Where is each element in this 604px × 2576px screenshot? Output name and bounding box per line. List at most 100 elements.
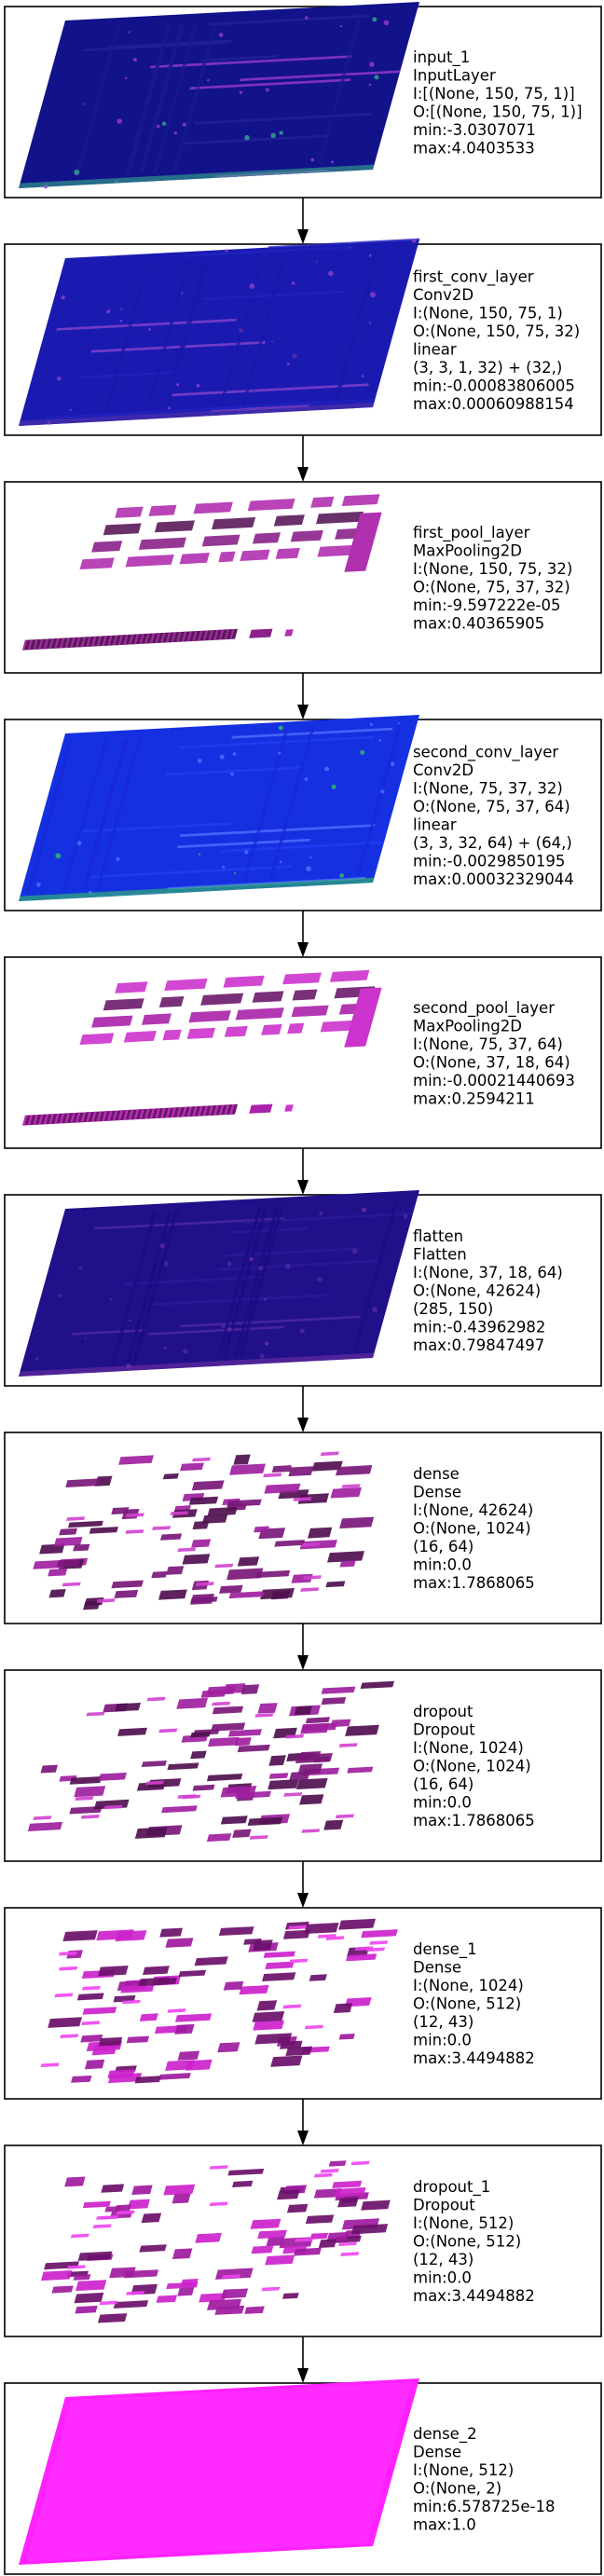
- dense-unit-block: [167, 2008, 186, 2013]
- activation-streak: [164, 258, 211, 410]
- dense-unit-block: [111, 1580, 144, 1589]
- activation-dot: [249, 1257, 254, 1262]
- dense-unit-block: [62, 1930, 98, 1941]
- dense-unit-block: [207, 1506, 238, 1516]
- dense-unit-block: [321, 1686, 356, 1694]
- layer-name: dense_1: [413, 1940, 477, 1959]
- arrow-head-icon: [297, 942, 309, 957]
- activation-dot: [368, 83, 372, 87]
- dense-unit-block: [62, 1582, 81, 1587]
- dense-unit-block: [175, 2013, 213, 2022]
- dense-unit-block: [114, 1589, 139, 1598]
- activation-streak: [179, 1315, 361, 1328]
- layer-name: dense: [413, 1465, 460, 1483]
- layer-type: Dense: [413, 1484, 461, 1501]
- dense-unit-block: [191, 1480, 225, 1491]
- dense-unit-block: [332, 2180, 363, 2188]
- activation-streak: [242, 730, 289, 882]
- pooled-feature-tick: [64, 637, 70, 649]
- layer-info-line: O:(None, 37, 18, 64): [413, 1053, 570, 1071]
- dense-unit-block: [283, 1792, 303, 1797]
- dense-unit-block: [174, 2023, 195, 2035]
- pooled-feature-bar: [125, 555, 174, 568]
- dense-unit-block: [361, 2199, 391, 2211]
- layer-info-line: (16, 64): [413, 1538, 474, 1555]
- activation-streak: [233, 1205, 280, 1357]
- arrow-head-icon: [297, 1893, 309, 1908]
- activation-visualization: [19, 2378, 419, 2565]
- layer-info-line: O:(None, 1024): [413, 1758, 531, 1775]
- activation-dot: [270, 132, 277, 139]
- layer-info-line: O:(None, 75, 37, 32): [413, 578, 570, 596]
- dense-unit-block: [167, 1762, 199, 1771]
- dense-unit-block: [172, 2248, 193, 2259]
- dense-unit-block: [237, 1744, 270, 1753]
- activation-dot: [403, 1213, 408, 1219]
- dense-unit-block: [39, 1543, 65, 1555]
- activation-visualization: [41, 2160, 391, 2323]
- activation-streak: [199, 55, 280, 62]
- pooled-feature-tick: [144, 1108, 150, 1119]
- activation-dot: [232, 752, 237, 756]
- dense-unit-block: [165, 2060, 195, 2071]
- layer-type: Conv2D: [413, 286, 474, 304]
- dense-unit-block: [180, 2279, 199, 2287]
- pooled-feature-tick: [213, 629, 219, 640]
- dense-unit-block: [257, 1703, 278, 1714]
- dense-unit-block: [131, 2185, 153, 2195]
- dense-unit-block: [97, 2313, 128, 2323]
- dense-unit-block: [305, 2024, 323, 2030]
- activation-dot: [310, 158, 315, 162]
- dense-unit-block: [182, 1794, 201, 1800]
- dense-unit-block: [270, 1590, 291, 1600]
- dense-unit-block: [126, 2035, 150, 2044]
- dense-unit-block: [237, 1556, 260, 1567]
- arrow-head-icon: [297, 1180, 309, 1195]
- dense-unit-block: [297, 1763, 323, 1774]
- layer-info-line: (12, 43): [413, 2013, 474, 2031]
- dense-unit-block: [113, 2300, 149, 2309]
- activation-streak: [111, 1212, 157, 1363]
- dense-unit-block: [80, 2035, 103, 2043]
- dense-unit-block: [282, 1929, 310, 1939]
- dense-unit-block: [159, 1927, 184, 1938]
- dense-unit-block: [82, 2007, 117, 2015]
- layer-info-line: min:-3.0307071: [413, 121, 536, 139]
- activation-dot: [383, 20, 390, 26]
- dense-unit-block: [297, 1493, 329, 1504]
- dense-unit-block: [99, 2300, 118, 2306]
- layer-name: first_conv_layer: [413, 267, 534, 286]
- activation-dot: [270, 340, 274, 343]
- dense-unit-block: [116, 2210, 135, 2215]
- dense-unit-block: [339, 1516, 375, 1529]
- activation-dot: [324, 766, 330, 772]
- pooled-feature-tick: [171, 632, 176, 643]
- layer-info-line: O:[(None, 150, 75, 1)]: [413, 103, 583, 120]
- pooled-feature-tick: [54, 637, 60, 649]
- activation-visualization: [22, 494, 382, 651]
- activation-streak: [208, 14, 371, 26]
- dense-unit-block: [285, 1733, 305, 1739]
- dense-unit-block: [304, 1923, 339, 1934]
- activation-streak: [353, 1199, 399, 1351]
- dense-unit-block: [255, 1569, 291, 1579]
- dense-unit-block: [125, 1513, 144, 1517]
- activation-edge: [19, 1352, 375, 1377]
- dense-unit-block: [69, 1805, 103, 1815]
- pooled-feature-tick: [129, 1109, 134, 1120]
- dense-unit-block: [177, 2050, 200, 2061]
- pooled-feature-bar: [115, 981, 148, 993]
- dense-unit-block: [66, 1516, 86, 1521]
- dense-unit-block: [190, 1750, 207, 1760]
- layer-info-line: I:(None, 512): [413, 2461, 514, 2479]
- layer-info-line: I:(None, 150, 75, 1): [413, 304, 563, 322]
- dense-unit-block: [48, 1589, 66, 1598]
- activation-edge: [19, 877, 375, 901]
- activation-dot: [61, 295, 65, 300]
- activation-streak: [171, 383, 369, 397]
- dense-unit-block: [282, 2293, 299, 2299]
- activation-dot: [129, 1319, 131, 1322]
- activation-dot: [339, 24, 343, 28]
- pooled-feature-tick: [59, 637, 65, 649]
